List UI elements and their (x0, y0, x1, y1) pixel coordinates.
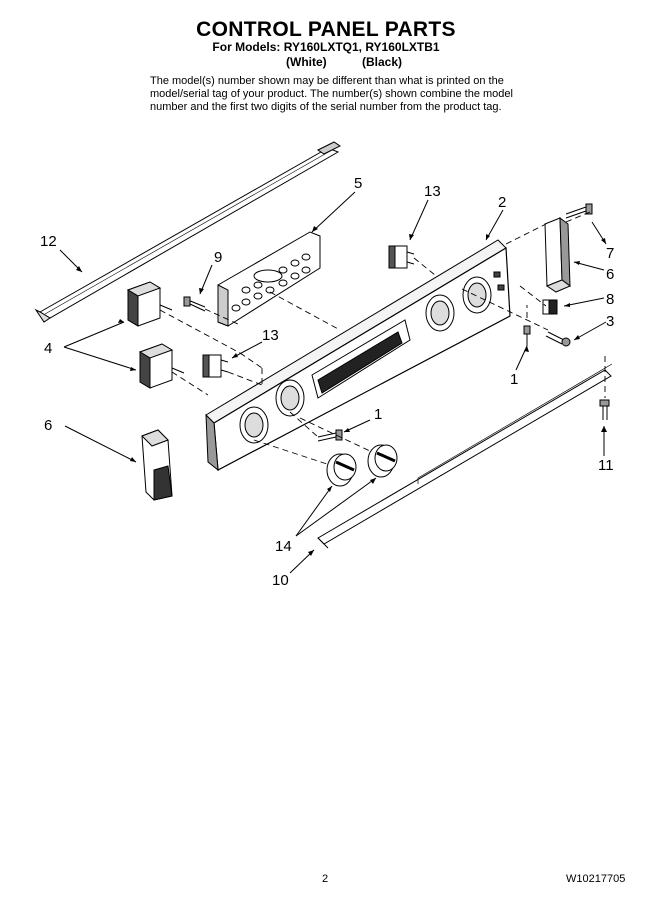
page-title: CONTROL PANEL PARTS (196, 18, 456, 41)
color-white-label: (White) (286, 55, 327, 69)
callout-2: 2 (498, 194, 506, 211)
callout-1-left: 1 (374, 406, 382, 423)
color-black-label: (Black) (362, 55, 403, 69)
callout-4: 4 (44, 340, 52, 357)
stem-part-1-right (523, 325, 531, 346)
callout-13-upper: 13 (424, 183, 441, 200)
model-note: The model(s) number shown may be differe… (150, 75, 513, 113)
callout-13-lower: 13 (262, 327, 279, 344)
switch-part-13-left (202, 354, 229, 378)
callout-14: 14 (275, 538, 292, 555)
callout-1-right: 1 (510, 371, 518, 388)
knob-part-14-left (326, 453, 357, 487)
trim-strip-part-12 (34, 141, 341, 323)
document-number: W10217705 (566, 873, 626, 885)
bracket-part-10 (317, 363, 613, 549)
switch-part-13-right (388, 245, 415, 269)
callout-11: 11 (598, 457, 614, 474)
assembly-lines (159, 211, 606, 466)
callout-5: 5 (354, 175, 362, 192)
end-cap-part-6-right (544, 216, 571, 293)
end-cap-part-6-left (141, 429, 173, 501)
switch-part-4-lower (138, 343, 185, 389)
callout-10: 10 (272, 572, 289, 589)
screw-part-3 (545, 331, 571, 347)
page-number: 2 (322, 873, 329, 885)
switch-part-4-upper (126, 281, 173, 327)
console-panel-part-2 (205, 239, 511, 472)
indicator-lamp-part-8 (542, 299, 558, 315)
screw-part-7 (565, 203, 593, 219)
callout-6-right: 6 (606, 266, 614, 283)
screw-part-11 (599, 399, 610, 420)
stem-part-1-left (317, 429, 343, 442)
callout-9: 9 (214, 249, 222, 266)
callout-3: 3 (606, 313, 614, 330)
overlay-part-5 (217, 231, 321, 327)
callout-7: 7 (606, 245, 614, 262)
callout-6-left: 6 (44, 417, 52, 434)
screw-part-9 (183, 296, 206, 312)
callout-8: 8 (606, 291, 614, 308)
model-numbers: For Models: RY160LXTQ1, RY160LXTB1 (212, 40, 440, 54)
callout-12: 12 (40, 233, 57, 250)
knob-part-14-right (367, 444, 398, 478)
arrowheads (76, 226, 607, 556)
